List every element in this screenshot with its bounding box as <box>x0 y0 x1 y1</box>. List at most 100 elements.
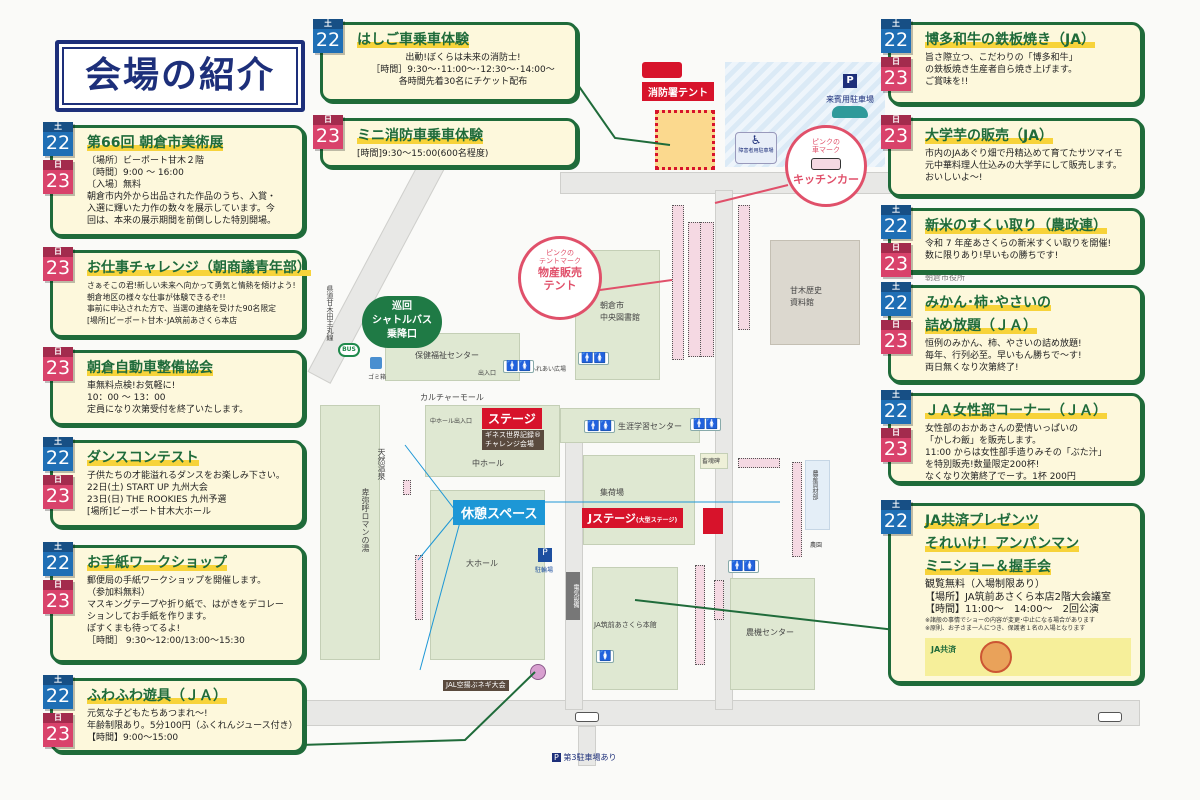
day-number: 22 <box>45 447 71 469</box>
restroom-icon: 🚹🚺 <box>690 418 721 431</box>
card-title-line: お手紙ワークショップ <box>87 552 296 573</box>
accessible-parking-label: 障害者用駐車場 <box>738 148 774 154</box>
card-body-line: 数に限りあり!早いもの勝ちです! <box>925 251 1059 261</box>
day-of-week: 土 <box>43 437 73 447</box>
card-body-line: の鉄板焼き生産者自ら焼き上げます。 <box>925 65 1078 75</box>
day-of-week: 日 <box>881 243 911 253</box>
card-title: それいけ！アンパンマン <box>925 536 1080 552</box>
day-of-week: 日 <box>881 320 911 330</box>
connector-ladder <box>577 84 671 146</box>
shuttle-label-2: シャトルバス <box>372 315 432 326</box>
fire-tent-area <box>655 110 715 170</box>
card-body: 〔場所〕ビーポート甘木２階〔時間〕9:00 ～ 16:00〔入場〕無料朝倉市内外… <box>87 155 296 227</box>
connector-anpan <box>634 599 896 631</box>
restroom-icon: 🚹🚺 <box>584 420 615 433</box>
ja-main-building <box>592 567 678 690</box>
card-body: 出動!ぼくらは未来の消防士!［時間］9:30～･11:00～･12:30～･14… <box>357 52 569 88</box>
day-number: 23 <box>45 170 71 192</box>
product-tent-mark: ピンクのテントマーク <box>539 249 581 266</box>
library-label: 朝倉市 <box>600 301 624 310</box>
card-body-line: 観覧無料（入場制限あり） <box>925 579 1045 590</box>
card-body-line: 各時間先着30名にチケット配布 <box>398 77 528 87</box>
shukaba-label: 集荷場 <box>600 488 624 497</box>
history-museum-building <box>770 240 860 345</box>
day-number: 22 <box>45 132 71 154</box>
fire-tent-label: 消防署テント <box>642 82 714 101</box>
day-number: 23 <box>883 67 909 89</box>
mid-hall-label: 中ホール <box>472 459 504 468</box>
connector-fuwa <box>299 671 536 746</box>
card-title-line: 朝倉自動車整備協会 <box>87 357 296 378</box>
day-number: 23 <box>45 485 71 507</box>
card-title: 朝倉自動車整備協会 <box>87 360 213 376</box>
card-note: ※原則、お子さま一人につき、保護者１名の入場となります <box>925 624 1086 632</box>
stall-row <box>700 222 714 357</box>
card-title-line: ミニ消防車乗車体験 <box>357 125 569 146</box>
chikukon-label: 畜魂碑 <box>702 458 721 465</box>
card-body-line: を特別販売!数量限定200杯! <box>925 460 1040 470</box>
onsen-building <box>320 405 380 660</box>
day-of-week: 日 <box>881 115 911 125</box>
card-body-line: なくなり次第終了でーす。1杯 200円 <box>925 472 1076 482</box>
card-body: 恒例のみかん、柿、やさいの詰め放題!毎年、行列必至。早いもん勝ちで～す!両日無く… <box>925 338 1134 374</box>
bike-parking-label: 駐輪場 <box>535 567 554 574</box>
card-body: 郵便局の手紙ワークショップを開催します。（参加料無料）マスキングテープや折り紙で… <box>87 575 296 647</box>
history-museum-label: 甘木歴史 <box>790 286 822 295</box>
onsen-label: 天然温泉 <box>377 448 386 480</box>
j-stage-label: Jステージ(大型ステージ) <box>582 508 684 528</box>
bus-stop-icon: BUS <box>338 343 360 357</box>
anpanman-banner: JA共済 <box>925 638 1131 676</box>
machine-center-building <box>730 578 815 690</box>
lifelong-center-label: 生涯学習センター <box>618 422 682 431</box>
card-body-line: 毎年、行列必至。早いもん勝ちで～す! <box>925 351 1082 361</box>
card-body-line: ご賞味を!! <box>925 77 969 87</box>
card-title-line: 大学芋の販売（JA） <box>925 125 1134 146</box>
day-number: 22 <box>883 400 909 422</box>
card-body-line: 出動!ぼくらは未来の消防士! <box>405 53 521 63</box>
day-of-week: 日 <box>881 428 911 438</box>
health-center-label: 保健福祉センター <box>415 351 479 360</box>
card-title: 大学芋の販売（JA） <box>925 128 1054 144</box>
shuttle-bus-stop: 巡回 シャトルバス 乗降口 <box>362 296 442 348</box>
card-body-line: ぽすくまも待ってるよ! <box>87 624 181 634</box>
rest-space-label: 休憩スペース <box>453 500 546 525</box>
card-body-line: （参加料無料） <box>87 588 151 598</box>
guinness-label: ギネス世界記録®チャレンジ会場 <box>482 430 544 450</box>
card-body-line: 旨さ際立つ、こだわりの「博多和牛」 <box>925 53 1078 63</box>
j-stage <box>703 508 723 534</box>
entrance-label: 出入口 <box>478 370 497 377</box>
day-of-week: 日 <box>43 475 73 485</box>
card-body: 観覧無料（入場制限あり）【場所】JA筑前あさくら本店2階大会議室【時間】11:0… <box>925 579 1134 617</box>
card-title: 新米のすくい取り（農政連） <box>925 218 1107 234</box>
shuttle-label-3: 乗降口 <box>387 329 417 340</box>
connector-rest-2 <box>417 514 456 561</box>
card-title: はしご車乗車体験 <box>357 32 469 48</box>
day-of-week: 日 <box>43 713 73 723</box>
restroom-icon: 🚹🚺 <box>728 560 759 573</box>
kitchen-car-label: キッチンカー <box>793 172 859 186</box>
card-body: 旨さ際立つ、こだわりの「博多和牛」の鉄板焼き生産者自ら焼き上げます。ご賞味を!! <box>925 52 1134 88</box>
guest-parking-label: 来賓用駐車場 <box>826 95 874 104</box>
card-title-line: みかん･柿･やさいの <box>925 292 1134 313</box>
card-title-line: JA共済プレゼンツ <box>925 510 1134 531</box>
card-title-line: 詰め放題（ＪＡ） <box>925 315 1134 336</box>
romance-label: 卑弥呼ロマンの湯 <box>361 488 370 552</box>
card-body-line: 元中華料理人仕込みの大学芋にして販売します。 <box>925 161 1122 171</box>
card-body-line: 郵便局の手紙ワークショップを開催します。 <box>87 576 267 586</box>
card-body-line: 〔場所〕ビーポート甘木２階 <box>87 156 205 166</box>
